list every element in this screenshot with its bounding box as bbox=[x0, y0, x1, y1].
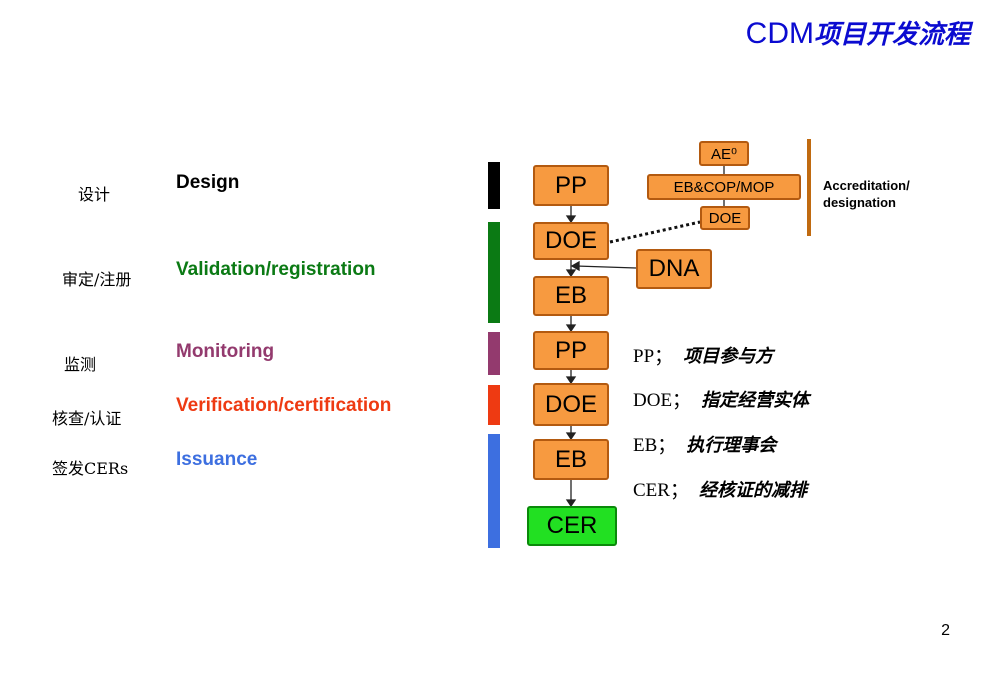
legend-value: 指定经营实体 bbox=[701, 390, 810, 411]
legend-value: 项目参与方 bbox=[683, 346, 774, 367]
legend-item-eb: EB； 执行理事会 bbox=[633, 430, 776, 457]
flow-box-doe: DOE bbox=[533, 222, 609, 260]
stage-en-design: Design bbox=[176, 172, 240, 193]
accreditation-label: Accreditation/ designation bbox=[823, 177, 910, 211]
stage-bar-monitoring bbox=[488, 332, 500, 375]
flow-box-pp: PP bbox=[533, 165, 609, 206]
accreditation-box-eb-cop-mop: EB&COP/MOP bbox=[647, 174, 801, 200]
stage-cn-issuance: 签发CERs bbox=[52, 459, 129, 478]
stage-cn-validation: 审定/注册 bbox=[62, 270, 132, 289]
stage-en-validation: Validation/registration bbox=[176, 259, 376, 280]
stage-cn-verification: 核查/认证 bbox=[52, 409, 122, 428]
legend-value: 执行理事会 bbox=[686, 435, 777, 456]
stage-bar-design bbox=[488, 162, 500, 209]
title-latin: CDM bbox=[745, 17, 814, 50]
legend-item-cer: CER； 经核证的减排 bbox=[633, 475, 807, 502]
legend-key: EB； bbox=[633, 435, 677, 456]
stage-en-issuance: Issuance bbox=[176, 449, 258, 470]
stage-bar-issuance bbox=[488, 434, 500, 548]
legend-item-pp: PP； 项目参与方 bbox=[633, 341, 773, 368]
accreditation-label-line2: designation bbox=[823, 195, 896, 210]
stage-cn-design: 设计 bbox=[78, 185, 111, 204]
accreditation-bar bbox=[807, 139, 811, 236]
legend-value: 经核证的减排 bbox=[698, 480, 807, 501]
flow-box-pp: PP bbox=[533, 331, 609, 370]
legend-key: CER； bbox=[633, 480, 689, 501]
flow-box-cer: CER bbox=[527, 506, 617, 546]
flow-box-eb: EB bbox=[533, 439, 609, 480]
stage-bar-validation bbox=[488, 222, 500, 323]
flow-box-dna: DNA bbox=[636, 249, 712, 289]
accreditation-box-ae: AE⁰ bbox=[699, 141, 749, 166]
stage-bar-verification bbox=[488, 385, 500, 425]
legend-item-doe: DOE； 指定经营实体 bbox=[633, 385, 809, 412]
stage-cn-monitoring: 监测 bbox=[64, 355, 97, 374]
legend-key: PP； bbox=[633, 346, 674, 367]
page-number: 2 bbox=[941, 622, 950, 639]
stage-en-monitoring: Monitoring bbox=[176, 341, 275, 362]
flow-box-eb: EB bbox=[533, 276, 609, 316]
accreditation-label-line1: Accreditation/ bbox=[823, 178, 910, 193]
accreditation-box-doe: DOE bbox=[700, 206, 750, 230]
title-chinese: 项目开发流程 bbox=[813, 20, 970, 50]
legend-key: DOE； bbox=[633, 390, 692, 411]
stage-en-verification: Verification/certification bbox=[176, 395, 392, 416]
page-title: CDM项目开发流程 bbox=[746, 14, 970, 51]
flow-box-doe: DOE bbox=[533, 383, 609, 426]
